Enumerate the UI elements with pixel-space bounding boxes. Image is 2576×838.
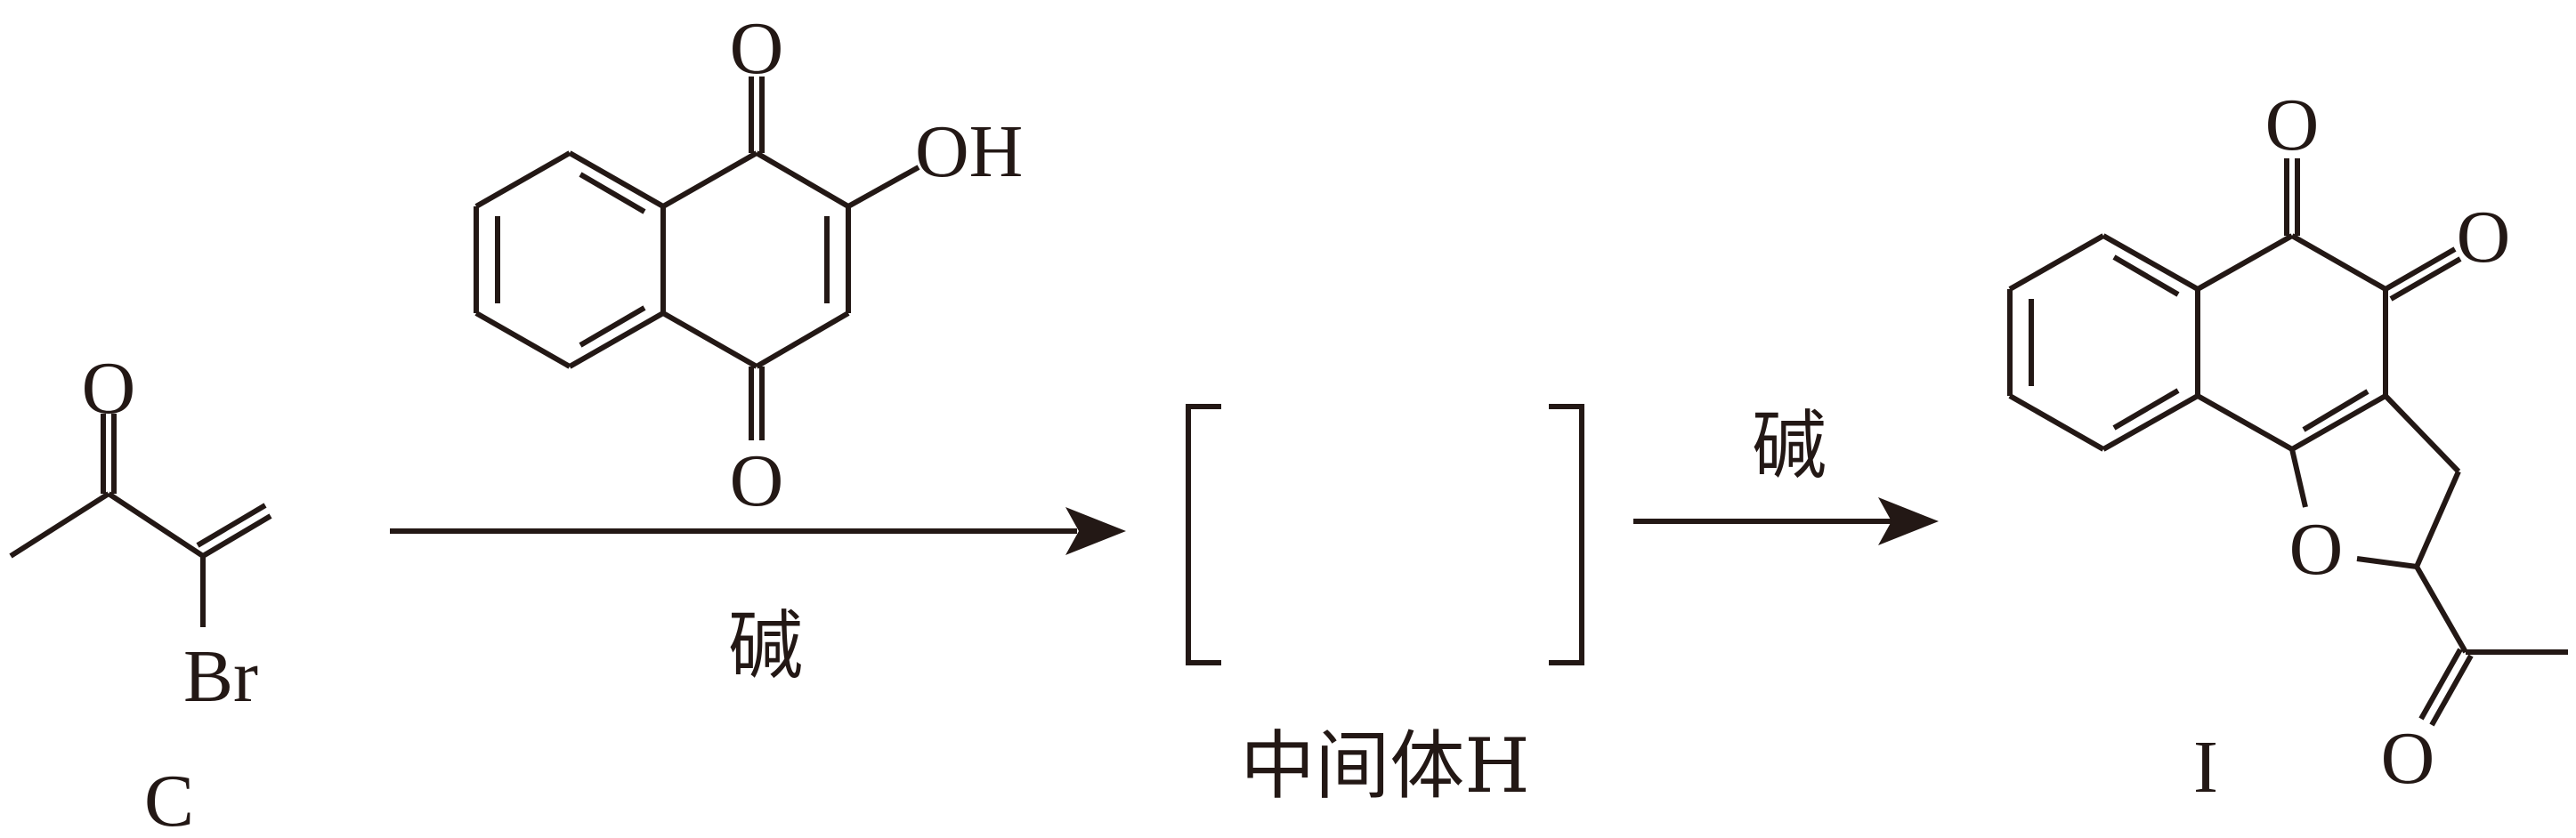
product-i-label: I — [2193, 726, 2218, 809]
product-oxygen-acetyl: O — [2381, 717, 2435, 800]
reaction-arrow-1 — [390, 507, 1126, 555]
lawsone-hydroxyl: OH — [915, 110, 1023, 193]
intermediate-h-label: 中间体H — [1240, 722, 1529, 810]
product-oxygen-quinone-top: O — [2265, 84, 2320, 166]
step2-condition-base: 碱 — [1752, 402, 1827, 489]
compound-c-oxygen: O — [82, 347, 136, 430]
intermediate-h-brackets — [1186, 404, 1584, 665]
compound-c-structure: O Br — [9, 347, 272, 718]
product-i-structure: O O O O — [2007, 84, 2568, 800]
lawsone-oxygen-top: O — [730, 7, 784, 90]
step1-condition-base: 碱 — [728, 602, 803, 689]
product-oxygen-furan-ring: O — [2289, 508, 2344, 591]
lawsone-structure: O OH O — [474, 7, 1023, 522]
product-oxygen-quinone-right: O — [2457, 196, 2511, 278]
compound-c-bromine: Br — [183, 635, 258, 718]
lawsone-oxygen-bottom: O — [730, 439, 784, 522]
compound-c-label: C — [144, 760, 194, 838]
reaction-arrow-2 — [1633, 497, 1939, 545]
